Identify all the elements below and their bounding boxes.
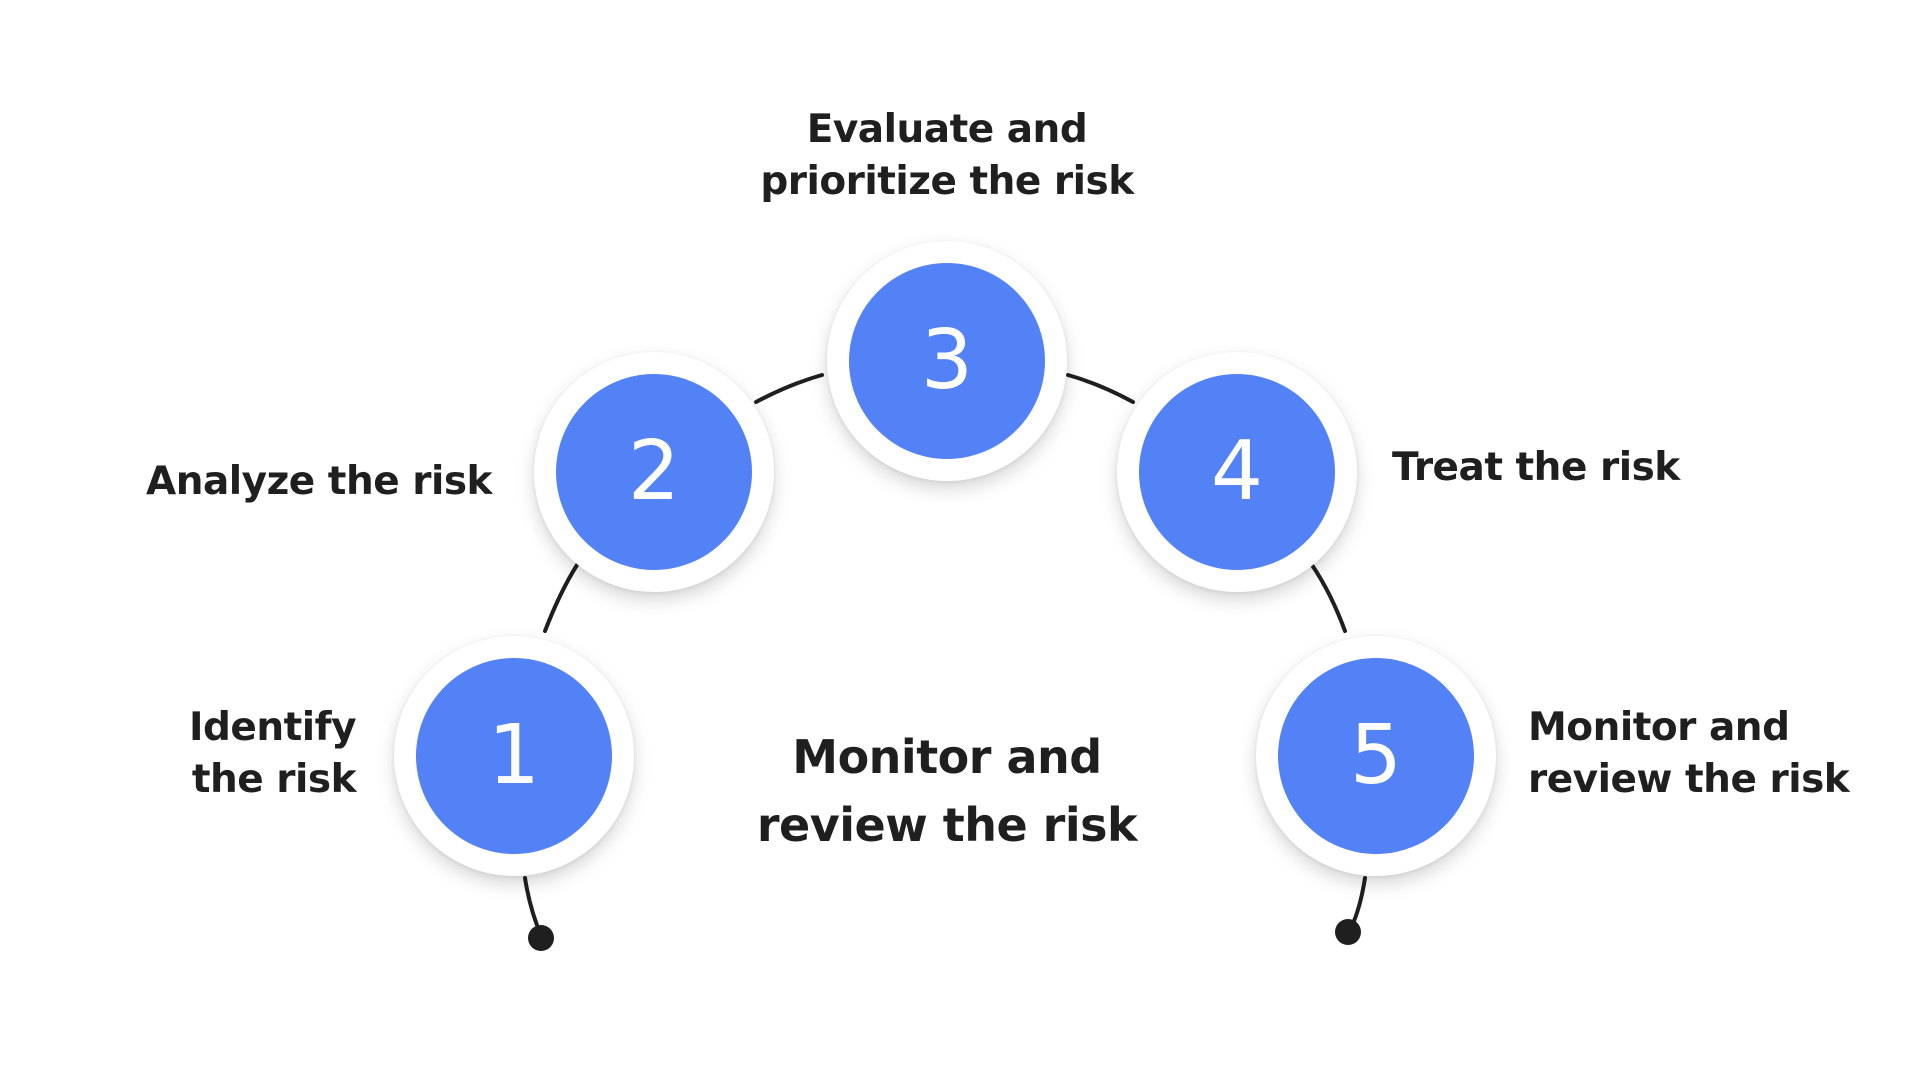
step-3-label-line-1: Evaluate and	[806, 107, 1088, 152]
step-3-label: Evaluate and prioritize the risk	[747, 104, 1147, 208]
step-2-badge: 2	[556, 374, 752, 570]
step-1-label-line-2: the risk	[191, 757, 357, 802]
step-5-label-line-2: review the risk	[1528, 757, 1850, 802]
arc-end-dot-left	[528, 925, 554, 951]
step-5-label: Monitor and review the risk	[1528, 702, 1850, 806]
step-3-circle: 3	[827, 241, 1067, 481]
center-label-line-1: Monitor and	[792, 730, 1102, 784]
step-1-label: Identify the risk	[188, 702, 357, 806]
step-2-label: Analyze the risk	[146, 456, 492, 508]
arc-segment-3-4	[1066, 373, 1135, 404]
step-2-label-line-1: Analyze the risk	[146, 459, 492, 504]
step-4-badge: 4	[1139, 374, 1335, 570]
center-label: Monitor and review the risk	[747, 723, 1147, 859]
step-2-number: 2	[627, 424, 681, 519]
step-5-circle: 5	[1256, 636, 1496, 876]
step-2-circle: 2	[534, 352, 774, 592]
step-5-label-line-1: Monitor and	[1528, 705, 1790, 750]
step-1-badge: 1	[416, 658, 612, 854]
step-1-number: 1	[487, 708, 541, 803]
step-4-label: Treat the risk	[1392, 442, 1680, 494]
arc-segment-4-5	[1310, 563, 1347, 633]
step-1-label-line-1: Identify	[188, 705, 357, 750]
step-3-label-line-2: prioritize the risk	[760, 159, 1134, 204]
arc-segment-1-2	[543, 563, 579, 633]
center-label-line-2: review the risk	[756, 798, 1138, 852]
step-5-number: 5	[1349, 708, 1403, 803]
step-1-circle: 1	[394, 636, 634, 876]
step-3-badge: 3	[849, 263, 1045, 459]
step-4-circle: 4	[1117, 352, 1357, 592]
step-4-number: 4	[1210, 424, 1264, 519]
step-5-badge: 5	[1278, 658, 1474, 854]
step-4-label-line-1: Treat the risk	[1392, 445, 1680, 490]
arc-segment-2-3	[754, 373, 824, 404]
arc-end-dot-right	[1335, 919, 1361, 945]
step-3-number: 3	[920, 313, 974, 408]
